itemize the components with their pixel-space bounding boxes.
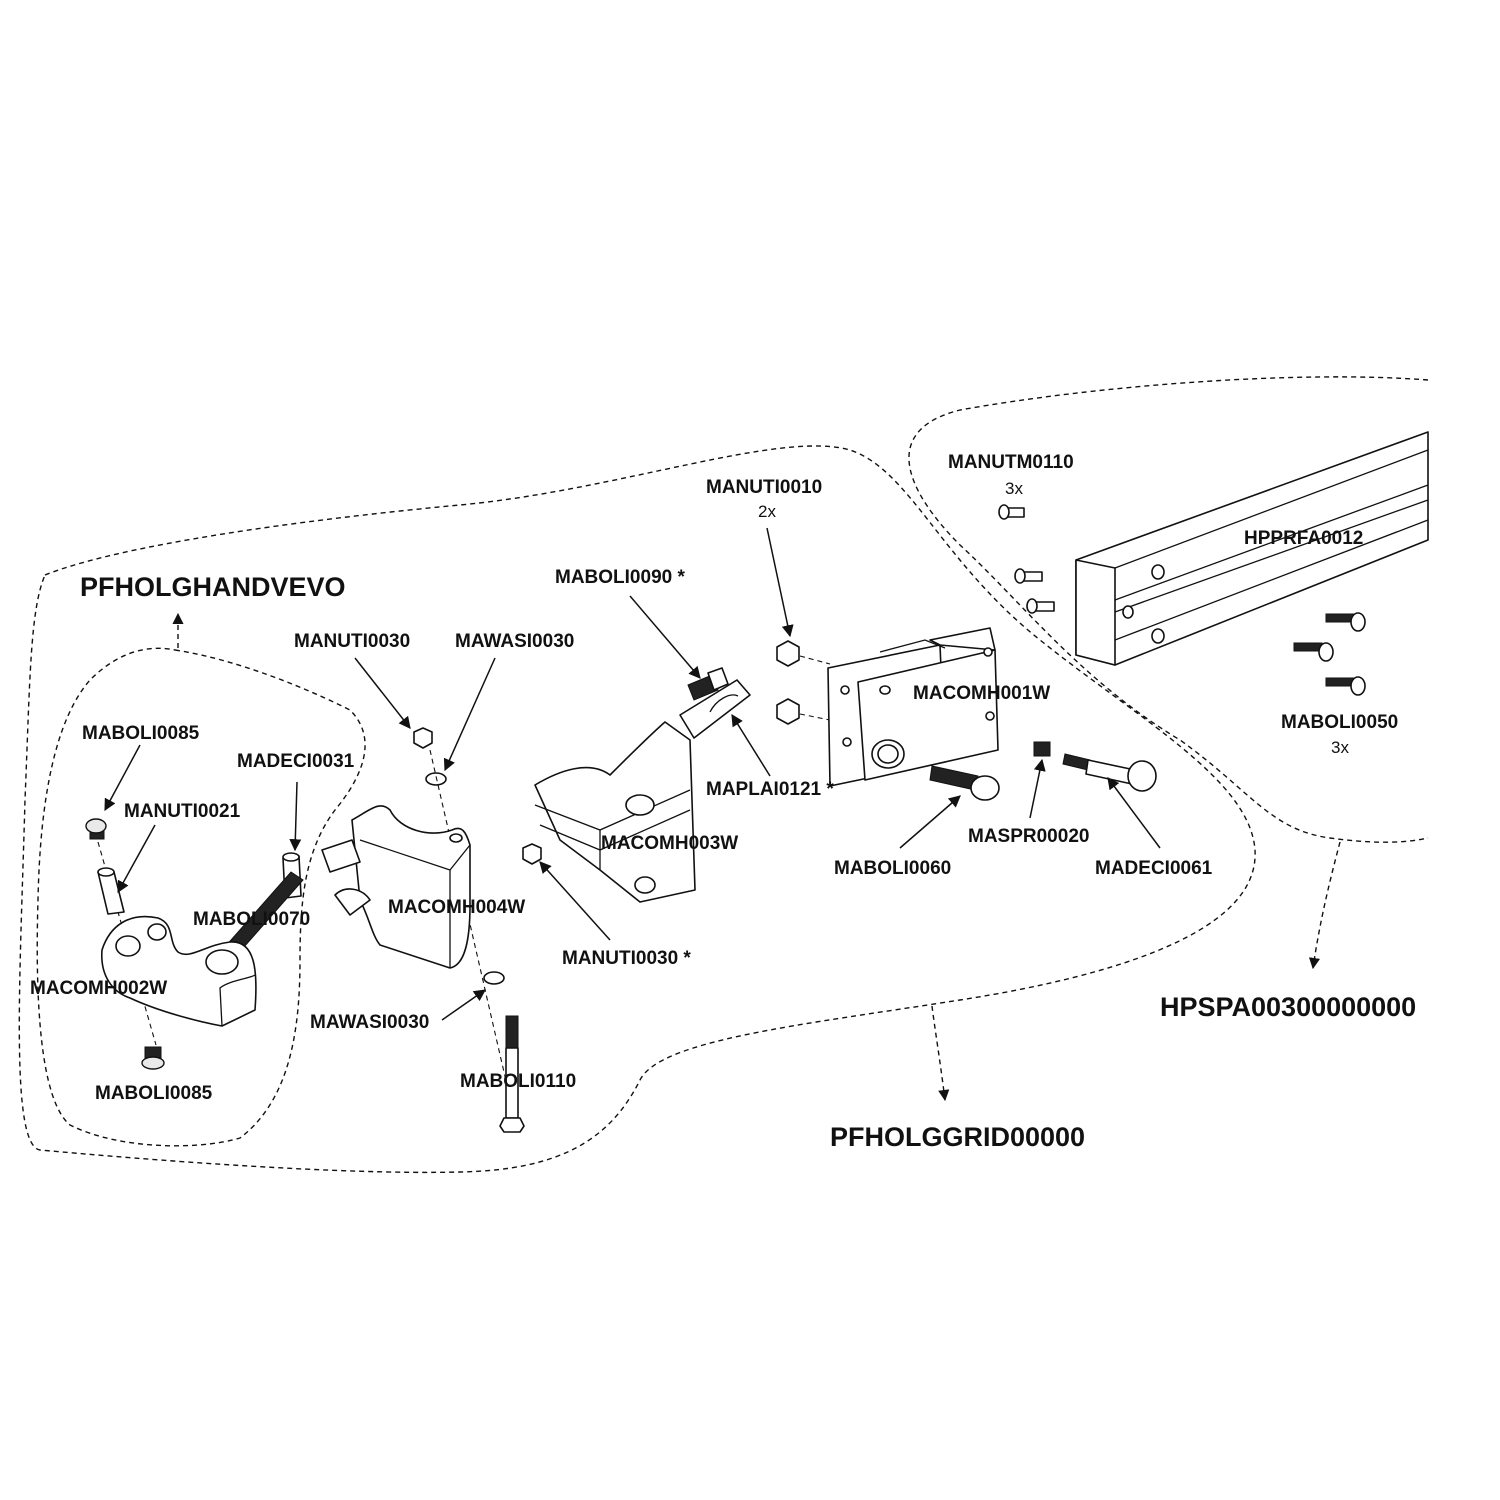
maboli0050-bolt-2 (1293, 642, 1334, 662)
assembly-label-handle: PFHOLGHANDVEVO (80, 572, 346, 602)
label-manuti0010-qty: 2x (758, 502, 776, 521)
label-maboli0110: MABOLI0110 (460, 1071, 576, 1092)
label-maplai0121: MAPLAI0121 * (706, 779, 834, 800)
label-macomh001w: MACOMH001W (913, 683, 1050, 704)
manuti0021-spacer (97, 867, 125, 915)
manuti0030-star-nut (522, 843, 542, 865)
label-maboli0050-qty: 3x (1331, 738, 1349, 757)
macomh004w-bracket (321, 805, 471, 969)
macomh004w-axis-line (429, 749, 516, 1121)
handle-assembly-boundary (36, 647, 366, 1147)
maboli0050-bolt-3 (1325, 676, 1366, 696)
manuti0030-top-nut (413, 727, 433, 749)
macomh001w-mount-plate (827, 627, 999, 787)
manutm0110-screw-2 (1014, 568, 1043, 584)
madeci0061-pin (1062, 753, 1157, 792)
label-manutm0110: MANUTM0110 (948, 452, 1074, 473)
label-maboli0090: MABOLI0090 * (555, 567, 685, 588)
label-maboli0050: MABOLI0050 (1281, 712, 1398, 733)
leader-maspr00020 (1029, 758, 1046, 819)
label-maboli0085-bottom: MABOLI0085 (95, 1083, 213, 1104)
maplai0121-plate (679, 679, 751, 739)
label-madeci0031: MADECI0031 (237, 751, 355, 772)
label-maboli0070: MABOLI0070 (193, 909, 310, 930)
manuti0010-axis-bottom (799, 713, 831, 721)
assembly-label-spar: HPSPA00300000000 (1160, 992, 1416, 1022)
label-manuti0010: MANUTI0010 (706, 477, 822, 498)
leader-madeci0061 (1107, 777, 1161, 849)
mawasi0030-top-washer (425, 772, 447, 786)
label-madeci0061: MADECI0061 (1095, 858, 1213, 879)
label-macomh003w: MACOMH003W (601, 833, 738, 854)
leader-madeci0031 (289, 781, 302, 852)
manuti0010-nut-bottom (776, 698, 800, 725)
leader-manuti0021 (117, 824, 156, 894)
maboli0085-top-screw (85, 818, 107, 840)
leader-maboli0085-top (104, 744, 141, 812)
maboli0050-bolt-1 (1325, 612, 1366, 632)
leader-manuti0030-star (539, 861, 611, 941)
maspr00020-spring (1033, 741, 1051, 757)
label-manuti0030-star: MANUTI0030 * (562, 948, 691, 969)
leader-manuti0010 (766, 527, 794, 638)
hpprfa0012-profile-beam (1075, 431, 1429, 666)
grid-assembly-boundary (18, 445, 1256, 1174)
label-manutm0110-qty: 3x (1005, 479, 1023, 498)
leader-maboli0090 (629, 595, 701, 679)
leader-maplai0121 (731, 713, 771, 777)
spar-assembly-leader (1308, 841, 1341, 970)
label-maspr00020: MASPR00020 (968, 826, 1089, 847)
label-manuti0021: MANUTI0021 (124, 801, 241, 822)
maboli0090-screw (687, 667, 729, 701)
label-maboli0085-top: MABOLI0085 (82, 723, 200, 744)
mawasi0030-bottom-washer (483, 971, 505, 985)
maboli0085-bottom-screw (141, 1046, 165, 1070)
leader-mawasi0030-top (443, 657, 496, 772)
manuti0010-nut-top (776, 640, 800, 667)
label-manuti0030-top: MANUTI0030 (294, 631, 410, 652)
label-macomh004w: MACOMH004W (388, 897, 525, 918)
spar-assembly-boundary (908, 376, 1429, 843)
handle-axis-line (97, 841, 157, 1046)
maboli0110-long-bolt (499, 1015, 525, 1133)
manuti0010-axis-top (799, 655, 831, 665)
assembly-label-grid: PFHOLGGRID00000 (830, 1122, 1085, 1152)
label-mawasi0030-bottom: MAWASI0030 (310, 1012, 429, 1033)
leader-mawasi0030-bottom (441, 989, 486, 1021)
maboli0060-bolt (929, 765, 1000, 801)
manutm0110-screw-3 (1026, 598, 1055, 614)
label-hpprfa0012: HPPRFA0012 (1244, 528, 1363, 549)
leader-maboli0060 (899, 795, 961, 849)
leader-manuti0030-top (354, 657, 411, 729)
grid-assembly-leader (931, 1005, 950, 1102)
label-mawasi0030-top: MAWASI0030 (455, 631, 574, 652)
macomh003w-clamp (534, 721, 696, 903)
manutm0110-screw-1 (998, 504, 1025, 520)
macomh002w-handle-bracket (101, 915, 257, 1027)
label-macomh002w: MACOMH002W (30, 978, 167, 999)
label-maboli0060: MABOLI0060 (834, 858, 951, 879)
